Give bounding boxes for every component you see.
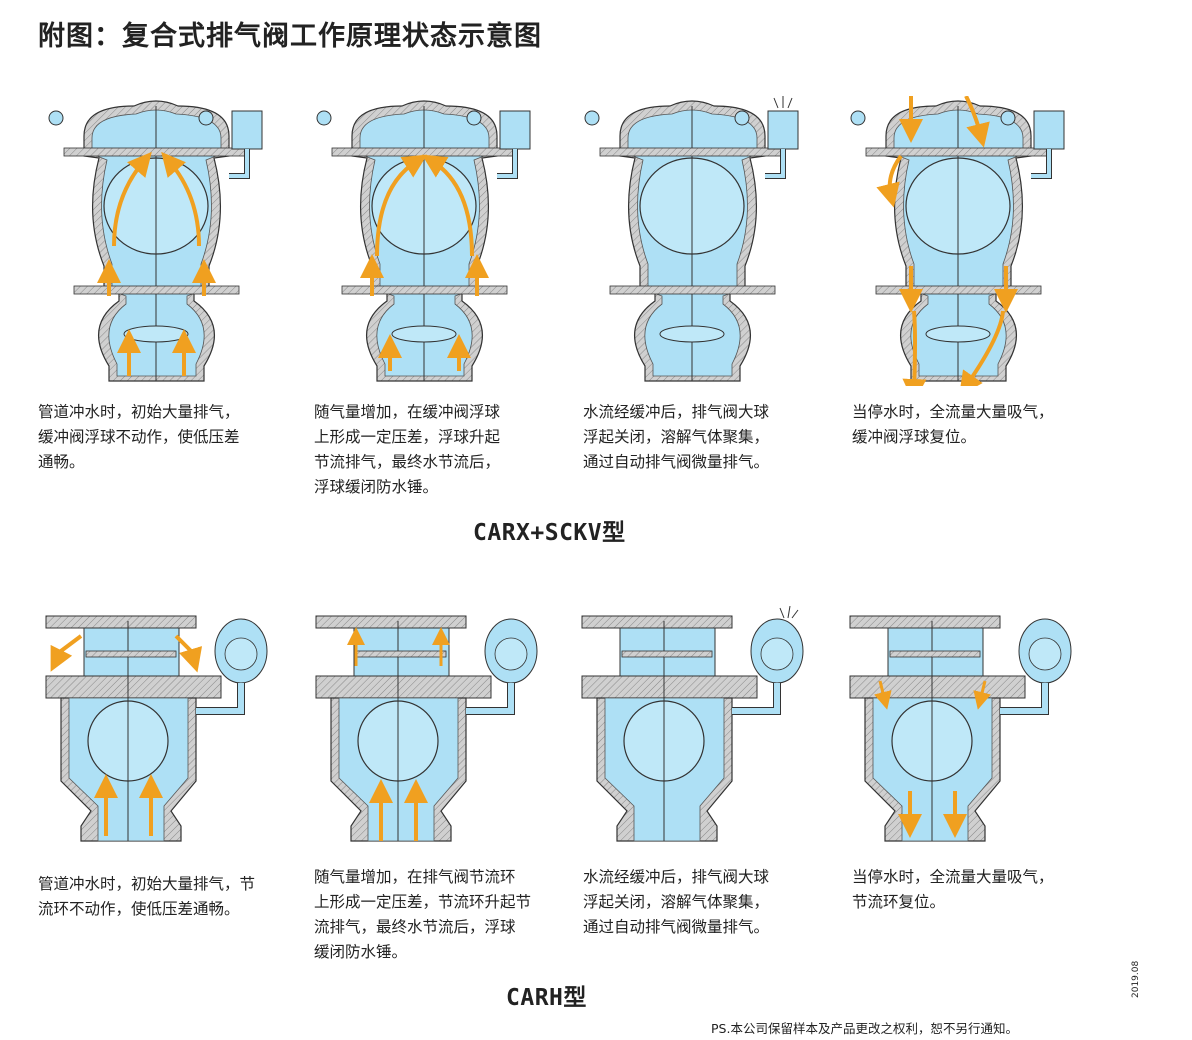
carx-caption-3: 水流经缓冲后，排气阀大球 浮起关闭，溶解气体聚集， 通过自动排气阀微量排气。 <box>583 403 770 471</box>
carh-valve-throttle-exhaust-illustration <box>315 615 538 842</box>
page-title: 附图：复合式排气阀工作原理状态示意图 <box>38 21 542 52</box>
carx-caption-2: 随气量增加，在缓冲阀浮球 上形成一定压差，浮球升起 节流排气，最终水节流后， 浮… <box>314 403 501 496</box>
carx-model-label: CARX+SCKV型 <box>473 520 626 546</box>
carh-valve-intake-illustration <box>849 615 1072 842</box>
carx-valve-throttle-exhaust-illustration <box>316 100 531 382</box>
carh-model-label: CARH型 <box>506 985 587 1011</box>
carh-diagram-4 <box>840 606 1080 846</box>
carh-caption-1: 管道冲水时，初始大量排气，节 流环不动作，使低压差通畅。 <box>38 875 256 918</box>
footer-notice: PS.本公司保留样本及产品更改之权利，恕不另行通知。 <box>711 1021 1018 1036</box>
carh-valve-closed-illustration <box>581 606 804 842</box>
carx-diagram-2 <box>312 96 537 386</box>
carx-diagram-4 <box>846 96 1071 386</box>
footer-date: 2019.08 <box>1131 960 1141 998</box>
carx-caption-4: 当停水时，全流量大量吸气， 缓冲阀浮球复位。 <box>852 403 1054 446</box>
carx-diagram-1 <box>44 96 269 386</box>
carx-diagram-3 <box>580 96 805 386</box>
carh-diagram-1 <box>36 606 276 846</box>
carx-valve-closed-illustration <box>584 96 799 382</box>
carx-valve-intake-illustration <box>850 96 1065 386</box>
carx-valve-initial-exhaust-illustration <box>48 100 263 382</box>
carh-caption-3: 水流经缓冲后，排气阀大球 浮起关闭，溶解气体聚集， 通过自动排气阀微量排气。 <box>583 868 770 936</box>
carx-caption-1: 管道冲水时，初始大量排气， 缓冲阀浮球不动作，使低压差 通畅。 <box>38 403 240 471</box>
carh-caption-2: 随气量增加，在排气阀节流环 上形成一定压差，节流环升起节 流排气，最终水节流后，… <box>314 868 532 961</box>
carh-valve-initial-exhaust-illustration <box>45 615 268 842</box>
carh-diagram-2 <box>306 606 546 846</box>
carh-caption-4: 当停水时，全流量大量吸气， 节流环复位。 <box>852 868 1054 911</box>
carh-diagram-3 <box>572 606 812 846</box>
